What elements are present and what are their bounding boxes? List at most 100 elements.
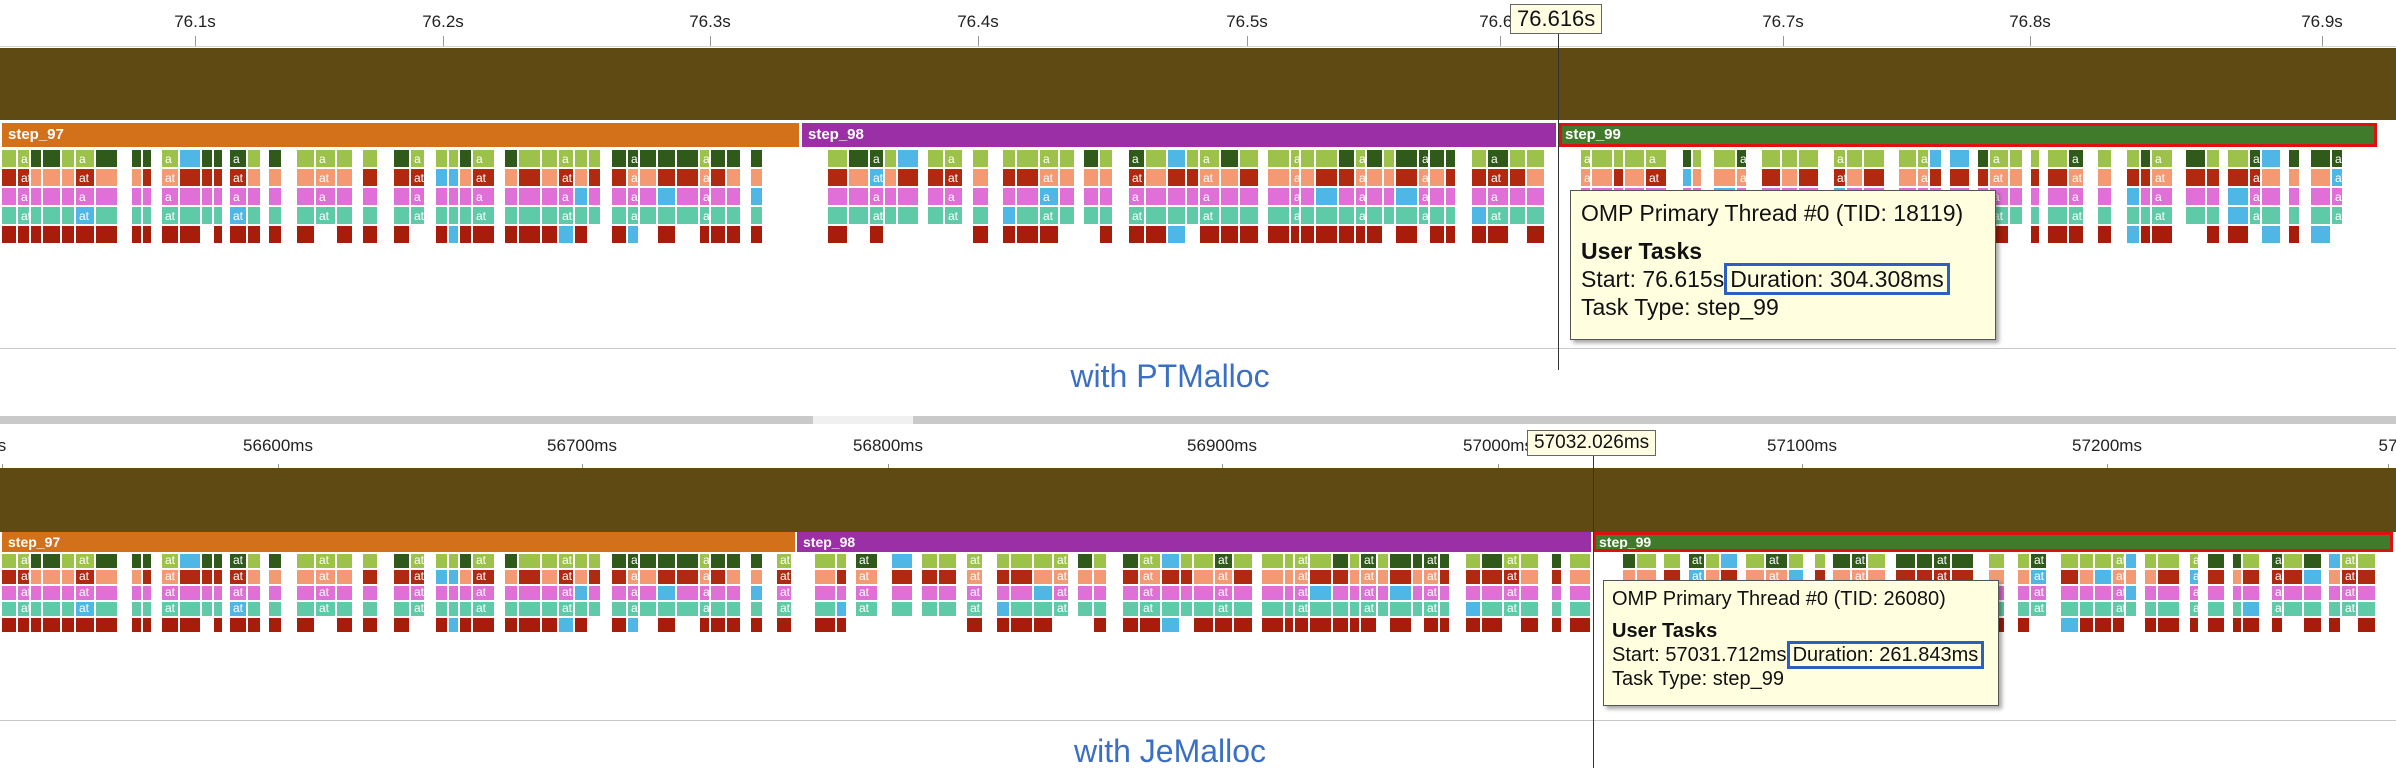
task-block[interactable] [575, 207, 587, 224]
task-block[interactable] [1316, 188, 1337, 205]
task-block[interactable] [751, 554, 762, 568]
task-block[interactable] [2332, 188, 2342, 205]
task-block[interactable] [76, 207, 94, 224]
task-block[interactable] [658, 586, 675, 600]
task-block[interactable] [43, 554, 60, 568]
task-block[interactable] [928, 150, 943, 167]
task-block[interactable] [1011, 618, 1032, 632]
task-block[interactable] [1592, 169, 1612, 186]
task-block[interactable] [460, 570, 471, 584]
task-block[interactable] [214, 188, 222, 205]
task-block[interactable] [18, 602, 29, 616]
task-block[interactable] [1054, 602, 1068, 616]
task-block[interactable] [2233, 618, 2241, 632]
task-block[interactable] [1187, 188, 1198, 205]
task-block[interactable] [751, 602, 762, 616]
task-block[interactable] [505, 618, 517, 632]
task-block[interactable] [751, 207, 762, 224]
task-block[interactable] [1291, 188, 1299, 205]
task-block[interactable] [2010, 150, 2022, 167]
task-block[interactable] [2190, 554, 2198, 568]
task-block[interactable] [727, 602, 740, 616]
task-block[interactable] [2, 188, 16, 205]
task-block[interactable] [677, 169, 698, 186]
task-block[interactable] [1356, 188, 1365, 205]
task-block[interactable] [337, 570, 352, 584]
task-block[interactable] [297, 618, 314, 632]
task-step-99[interactable]: step_99 [1593, 532, 2393, 552]
task-block[interactable] [1100, 207, 1112, 224]
task-block[interactable] [337, 150, 352, 167]
task-block[interactable] [828, 207, 847, 224]
task-block[interactable] [202, 570, 212, 584]
task-block[interactable] [2018, 586, 2029, 600]
task-block[interactable] [2243, 602, 2259, 616]
task-block[interactable] [248, 554, 260, 568]
task-block[interactable] [1419, 169, 1428, 186]
task-block[interactable] [269, 618, 281, 632]
task-block[interactable] [460, 586, 471, 600]
task-block[interactable] [2018, 570, 2029, 584]
task-block[interactable] [751, 169, 762, 186]
task-block[interactable] [1285, 586, 1293, 600]
task-block[interactable] [2, 586, 16, 600]
task-block[interactable] [575, 226, 587, 243]
task-block[interactable] [2141, 169, 2150, 186]
task-block[interactable] [1268, 169, 1289, 186]
task-block[interactable] [1084, 169, 1098, 186]
task-block[interactable] [1094, 586, 1106, 600]
task-block[interactable] [76, 570, 94, 584]
task-block[interactable] [2, 169, 16, 186]
task-block[interactable] [2207, 150, 2219, 167]
task-block[interactable] [542, 618, 557, 632]
task-block[interactable] [2228, 150, 2248, 167]
task-block[interactable] [76, 554, 94, 568]
task-blocks[interactable]: aataataataataataataataataataataataataata… [0, 150, 2396, 249]
task-block[interactable] [411, 602, 424, 616]
task-block[interactable] [1510, 188, 1525, 205]
task-block[interactable] [337, 207, 352, 224]
task-block[interactable] [394, 554, 409, 568]
task-block[interactable] [297, 602, 314, 616]
task-block[interactable] [62, 169, 74, 186]
task-block[interactable] [2186, 207, 2205, 224]
task-block[interactable] [1162, 602, 1179, 616]
task-block[interactable] [1446, 150, 1455, 167]
task-block[interactable] [2031, 207, 2039, 224]
task-block[interactable] [1350, 554, 1359, 568]
task-block[interactable] [589, 602, 600, 616]
task-block[interactable] [2262, 226, 2280, 243]
task-block[interactable] [2141, 226, 2150, 243]
task-step-99[interactable]: step_99 [1559, 123, 2377, 147]
task-block[interactable] [230, 602, 246, 616]
task-block[interactable] [928, 188, 943, 205]
task-block[interactable] [1181, 570, 1192, 584]
task-block[interactable] [1350, 570, 1359, 584]
task-block[interactable] [1011, 586, 1032, 600]
task-block[interactable] [1316, 207, 1337, 224]
task-block[interactable] [2126, 586, 2136, 600]
task-block[interactable] [230, 207, 246, 224]
task-block[interactable] [519, 586, 540, 600]
task-block[interactable] [297, 226, 314, 243]
task-block[interactable] [248, 188, 260, 205]
task-block[interactable] [997, 570, 1009, 584]
task-block[interactable] [473, 602, 494, 616]
task-block[interactable] [1789, 554, 1803, 568]
task-block[interactable] [1040, 188, 1058, 205]
task-block[interactable] [2152, 188, 2172, 205]
task-block[interactable] [230, 226, 246, 243]
task-block[interactable] [1899, 150, 1916, 167]
task-block[interactable] [2186, 169, 2205, 186]
task-block[interactable] [575, 602, 587, 616]
task-block[interactable] [519, 169, 540, 186]
task-block[interactable] [2158, 618, 2179, 632]
task-block[interactable] [132, 188, 141, 205]
task-block[interactable] [1187, 169, 1198, 186]
task-block[interactable] [1424, 554, 1438, 568]
task-block[interactable] [2152, 150, 2172, 167]
task-block[interactable] [1310, 570, 1331, 584]
task-block[interactable] [1200, 207, 1219, 224]
